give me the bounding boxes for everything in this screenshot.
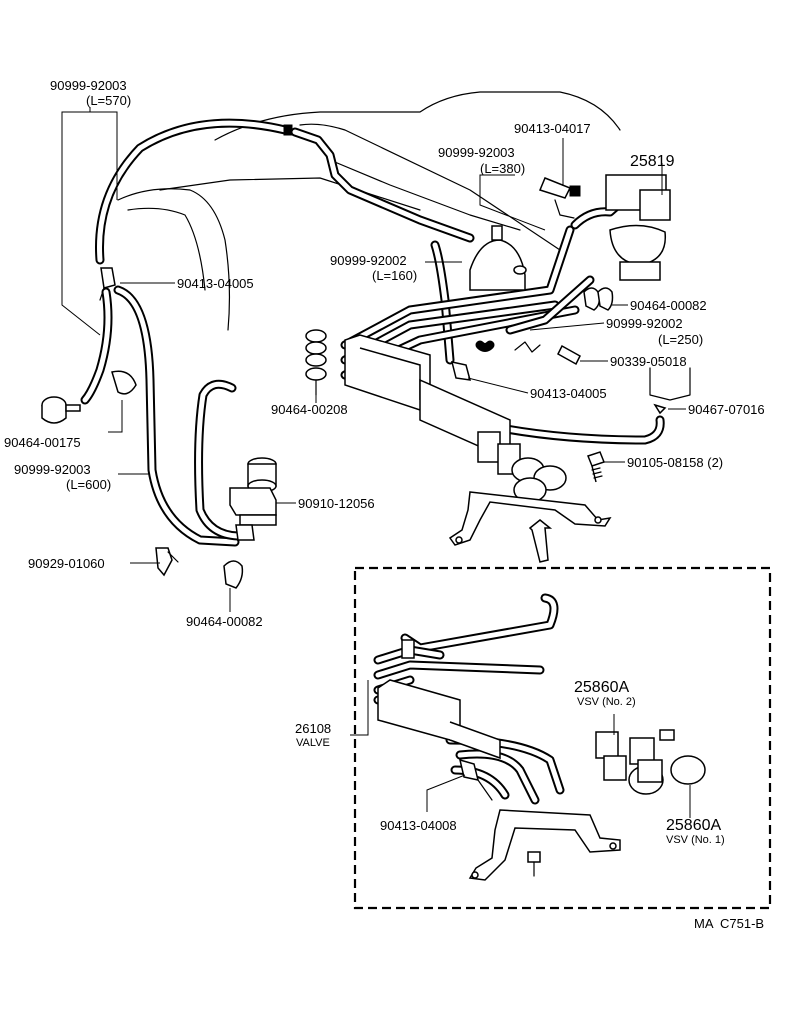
label-hose-left-long: 90999-92003: [14, 462, 91, 477]
clip-top: [538, 177, 581, 219]
actuator-25819: [605, 174, 671, 281]
label-clip-top: 90413-04017: [514, 121, 591, 136]
clip-90929-01060: [155, 547, 179, 577]
inset-box: [353, 566, 772, 910]
label-clip-bottom-left: 90929-01060: [28, 556, 105, 571]
engine-outline: [117, 91, 621, 331]
label-clip-center: 90413-04005: [530, 386, 607, 401]
clamp-stack-90464-00208: [305, 329, 327, 396]
label-bolt: 90105-08158 (2): [627, 455, 723, 470]
inset-valve-body: [377, 639, 501, 760]
filter-90467-07016: [649, 367, 691, 415]
labels: 90999-92003 (L=570) 90413-04005 90464-00…: [4, 78, 765, 931]
arrow-up: [528, 519, 553, 563]
label-vsv2-code: 25860A: [574, 679, 629, 696]
hose-l600: [113, 285, 240, 547]
clamp-90464-00082-bottom: [223, 560, 244, 589]
vsv-pair-center: [477, 431, 567, 503]
label-figure-code: MA C751-B: [694, 916, 764, 931]
hose-left-short: [80, 287, 113, 405]
label-hose-mid-len: (L=160): [372, 268, 417, 283]
label-clip-inset: 90413-04008: [380, 818, 457, 833]
label-hose-upper-len: (L=380): [480, 161, 525, 176]
label-actuator: 25819: [630, 153, 675, 170]
vsv-90910-12056: [229, 457, 277, 541]
label-hose-right-len: (L=250): [658, 332, 703, 347]
label-vsv1-name: VSV (No. 1): [666, 834, 725, 846]
leader-lines: [61, 107, 691, 818]
label-hose-top-left-len: (L=570): [86, 93, 131, 108]
label-clamp-bottom: 90464-00082: [186, 614, 263, 629]
label-hose-left-long-len: (L=600): [66, 477, 111, 492]
inset-bolt: [527, 851, 541, 877]
clip-left: [99, 267, 116, 301]
center-diaphragm: [469, 225, 527, 291]
label-clip-left: 90413-04005: [177, 276, 254, 291]
label-clamp-left: 90464-00175: [4, 435, 81, 450]
label-hose-top-left: 90999-92003: [50, 78, 127, 93]
bracket-center: [448, 491, 612, 546]
inset-bracket: [468, 809, 621, 881]
label-valve-code: 26108: [295, 721, 331, 736]
label-valve-name: VALVE: [296, 737, 330, 749]
label-clamp-stack: 90464-00208: [271, 402, 348, 417]
label-filter: 90467-07016: [688, 402, 765, 417]
hose-l570: [95, 118, 475, 265]
label-clamp-right: 90464-00082: [630, 298, 707, 313]
label-hose-upper: 90999-92003: [438, 145, 515, 160]
label-hose-right: 90999-92002: [606, 316, 683, 331]
hose-curve-mid: [194, 379, 243, 541]
label-vsv2-name: VSV (No. 2): [577, 696, 636, 708]
inset-vsv1: [629, 729, 706, 785]
label-vsv-small: 90910-12056: [298, 496, 375, 511]
label-vsv1-code: 25860A: [666, 817, 721, 834]
clamp-90464-00082-right: [583, 287, 614, 311]
clamp-90464-00175: [41, 370, 137, 424]
bolt-90105-08158: [587, 451, 605, 483]
clip-center: [450, 361, 472, 381]
label-hose-mid: 90999-92002: [330, 253, 407, 268]
plug-90339-05018: [514, 341, 581, 366]
label-plug: 90339-05018: [610, 354, 687, 369]
